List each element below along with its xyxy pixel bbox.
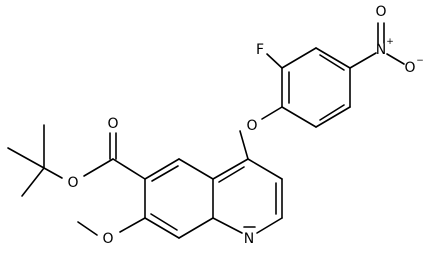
fluorine-atom-label: F <box>256 42 264 58</box>
bond <box>178 217 214 239</box>
bond <box>281 106 317 128</box>
bond <box>266 53 283 69</box>
bond <box>281 47 317 69</box>
bond <box>239 130 249 160</box>
nitro-nitrogen-label: N <box>376 42 386 58</box>
bond <box>212 217 243 234</box>
bond <box>261 106 283 120</box>
bonds <box>7 22 405 239</box>
bond <box>77 221 98 236</box>
bond <box>112 158 146 180</box>
bond <box>315 47 351 69</box>
ester-oxygen-label: O <box>67 175 78 191</box>
atom-labels: F N + O O − O O O O N <box>67 4 423 247</box>
nitro-oxygen-charge: − <box>416 56 424 66</box>
bond <box>218 166 245 183</box>
bond <box>83 158 114 177</box>
bond <box>21 167 45 197</box>
bond <box>349 52 377 69</box>
bond <box>178 158 214 180</box>
bond <box>319 104 345 121</box>
bond <box>212 158 249 180</box>
bond <box>119 217 146 233</box>
bond <box>319 54 345 71</box>
nitro-oxygen-right-label: O <box>404 60 415 76</box>
bond <box>150 213 178 231</box>
bond <box>7 147 45 169</box>
methoxy-oxygen-label: O <box>102 231 113 247</box>
bond <box>144 158 180 180</box>
bond <box>43 167 63 179</box>
bond <box>247 158 283 180</box>
bond <box>315 106 351 128</box>
nitro-nitrogen-charge: + <box>386 37 394 47</box>
bond <box>151 165 179 182</box>
quinoline-nitrogen-label: N <box>244 231 254 247</box>
nitro-oxygen-top-label: O <box>375 4 386 20</box>
bond <box>386 53 405 65</box>
bond <box>144 217 180 239</box>
carbonyl-oxygen-label: O <box>107 116 118 132</box>
bond <box>256 217 283 234</box>
ether-oxygen-label: O <box>246 118 257 134</box>
